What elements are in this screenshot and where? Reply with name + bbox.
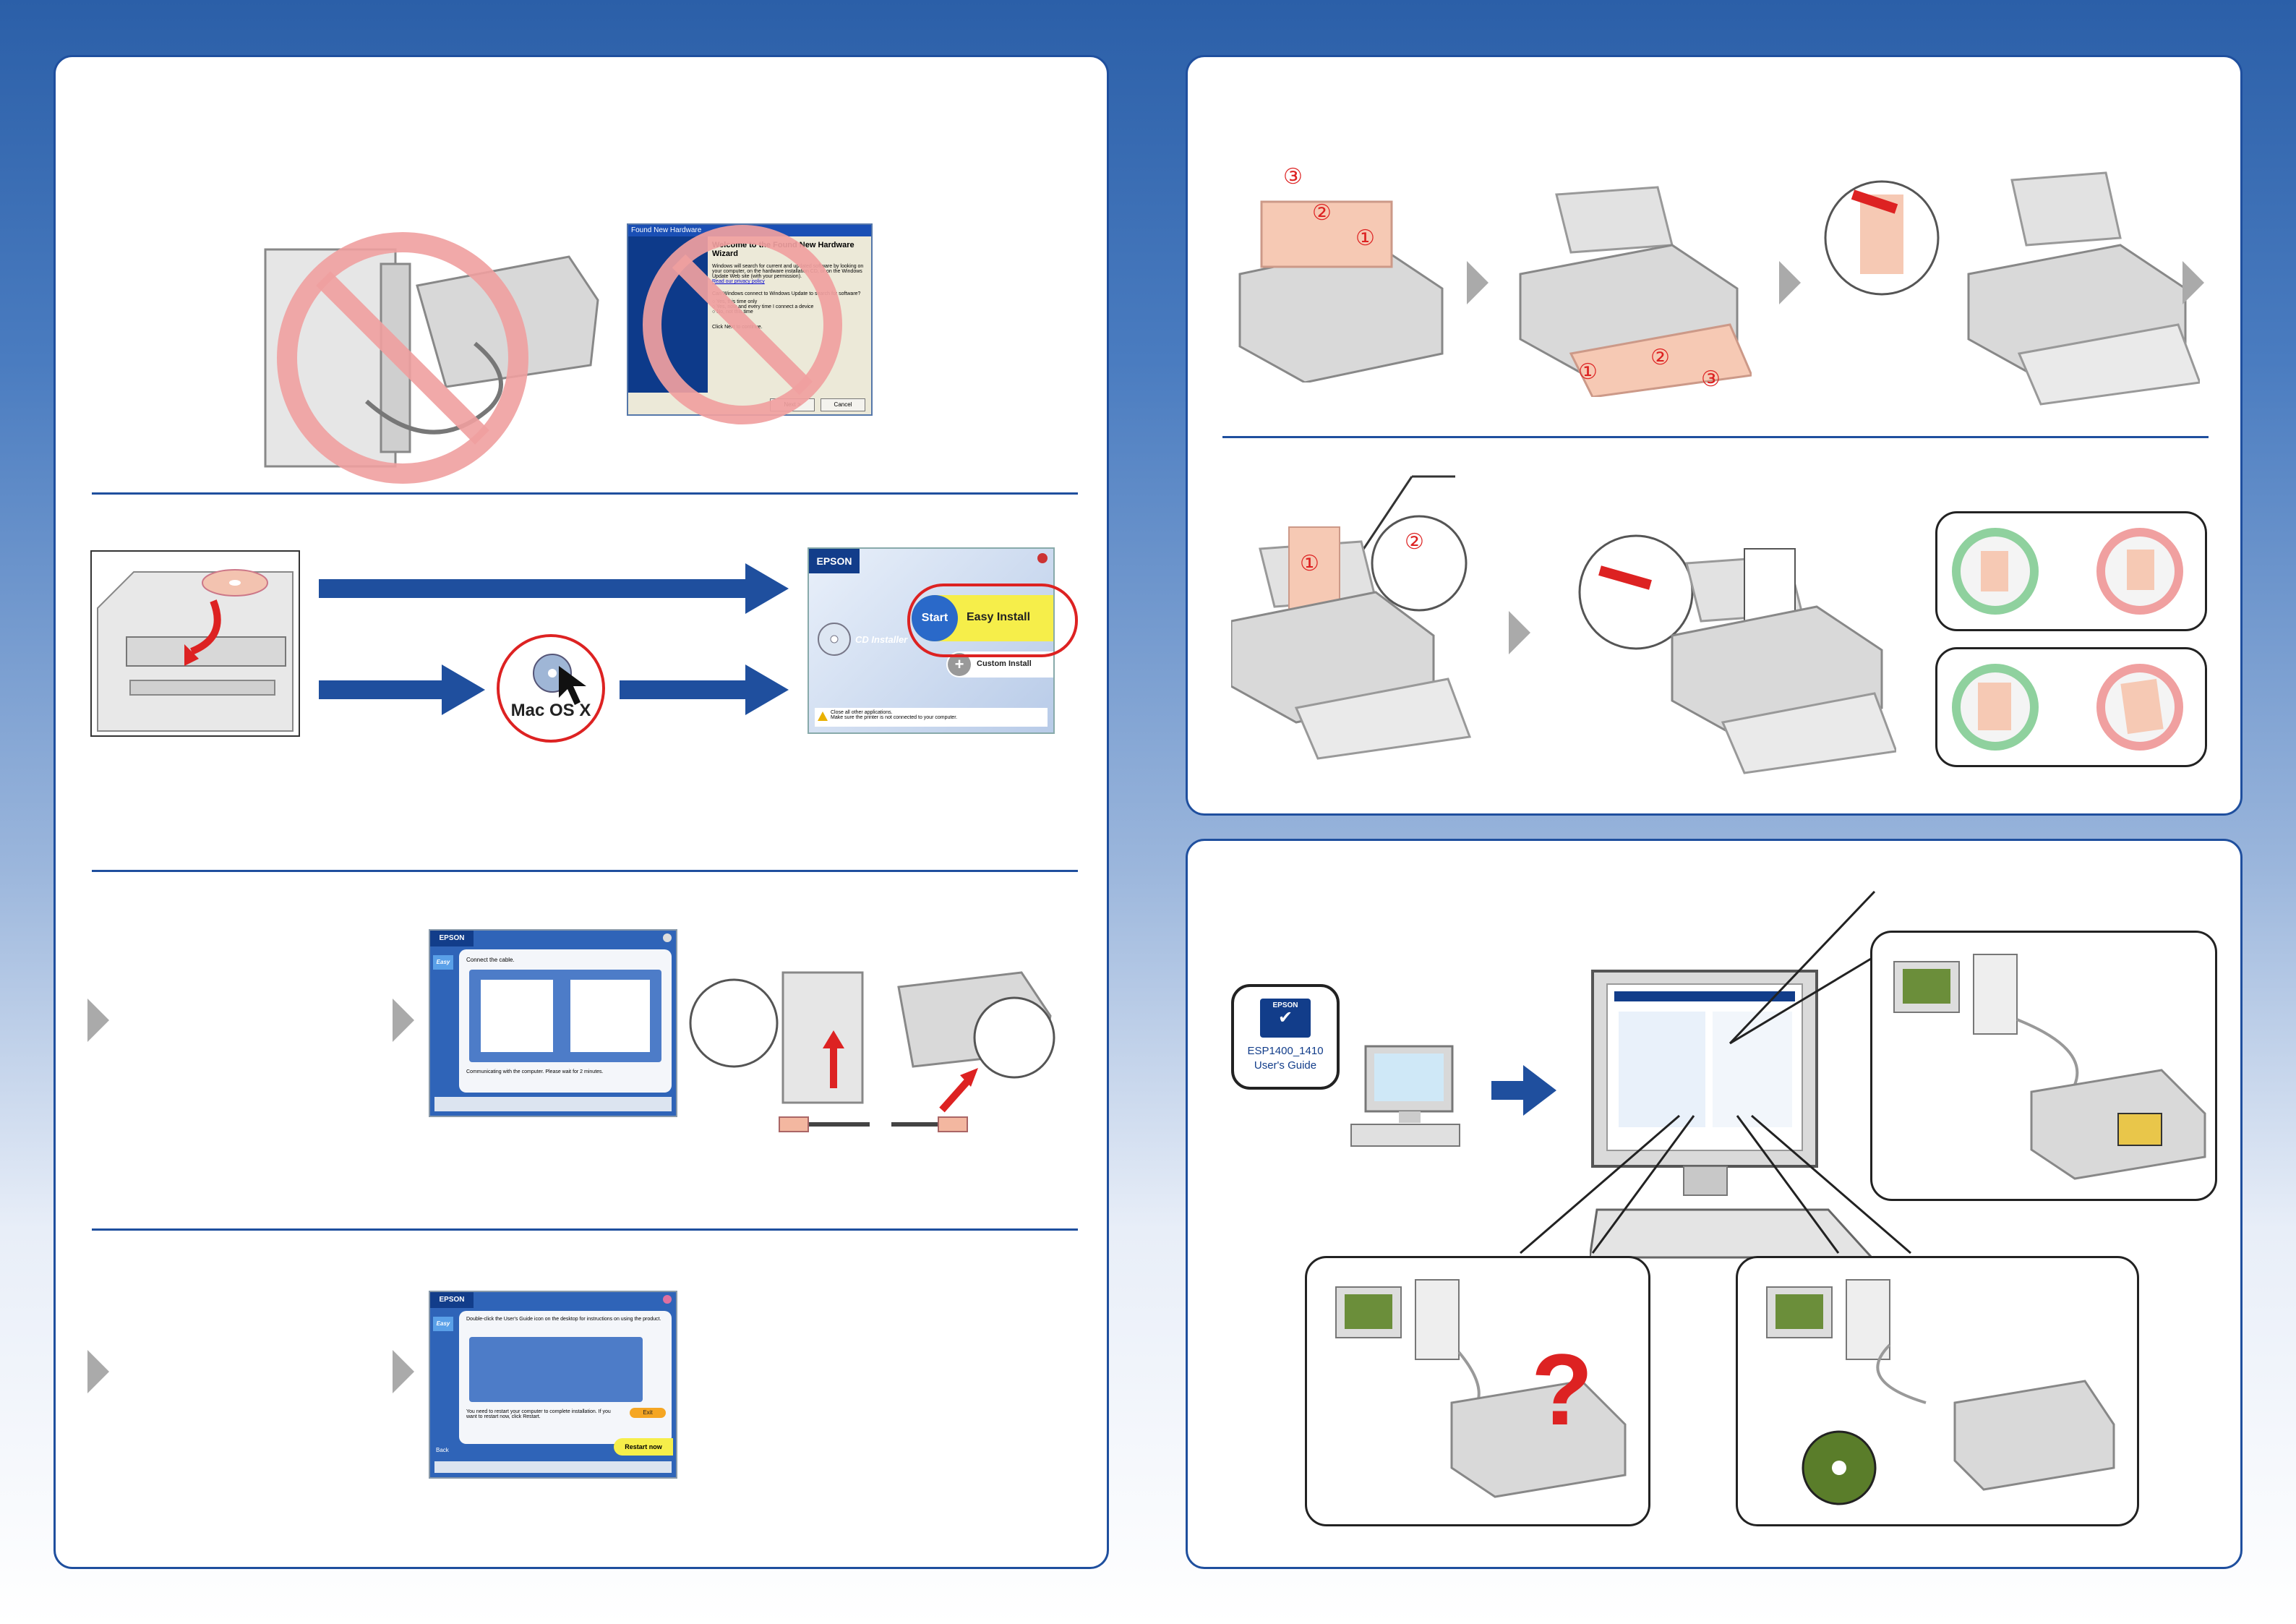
gray-arrow-icon — [1467, 261, 1488, 304]
question-mark-icon: ? — [1531, 1333, 1593, 1446]
users-guide-on-monitor-illustration — [1590, 970, 1872, 1259]
custom-install-label: Custom Install — [977, 659, 1032, 668]
divider-3 — [92, 1228, 1078, 1231]
guide-label-line2: User's Guide — [1254, 1059, 1317, 1072]
progress-bar — [434, 1097, 672, 1111]
gray-arrow-icon — [2183, 261, 2204, 304]
callout-cd-printing — [1736, 1256, 2139, 1526]
close-icon[interactable] — [1037, 553, 1048, 563]
wizard-privacy-link[interactable]: Read our privacy policy — [712, 279, 765, 284]
wizard-question: Can Windows connect to Windows Update to… — [712, 291, 861, 296]
close-icon[interactable] — [663, 933, 672, 942]
svg-text:③: ③ — [1701, 367, 1721, 391]
correct-vs-wrong-paper-stack — [1935, 647, 2207, 767]
computer-printer-cd-illustration — [1766, 1279, 2115, 1505]
guide-brand: EPSON — [1272, 1001, 1298, 1009]
wizard-cancel-button[interactable]: Cancel — [821, 398, 865, 411]
mac-os-x-label: Mac OS X — [510, 701, 591, 720]
users-guide-desktop-icon[interactable]: EPSON ✔ ESP1400_1410 User's Guide — [1231, 984, 1340, 1090]
arrow-to-installer — [319, 563, 789, 614]
connect-title: Connect the cable. — [466, 957, 515, 963]
open-paper-support-illustration: ③ ② ① — [1238, 166, 1444, 383]
connect-cable-screen: EPSON Easy Connect the cable. Communicat… — [429, 929, 677, 1117]
wizard-option-3[interactable]: ○ No, not this time — [712, 309, 753, 315]
restart-message: You need to restart your computer to com… — [466, 1409, 611, 1419]
content-card: Double-click the User's Guide icon on th… — [459, 1311, 672, 1444]
found-new-hardware-wizard: Found New Hardware Welcome to the Found … — [627, 223, 873, 416]
cd-insertion-illustration — [90, 550, 300, 737]
connect-status: Communicating with the computer. Please … — [466, 1069, 604, 1074]
wizard-option-1[interactable]: ○ Yes, this time only — [712, 299, 758, 304]
wizard-next-button[interactable]: Next > — [770, 398, 815, 411]
cd-installer-label: CD Installer — [855, 634, 908, 645]
gray-arrow-icon — [87, 999, 109, 1042]
gray-arrow-icon — [1779, 261, 1801, 304]
guide-icon-box: EPSON ✔ — [1260, 999, 1311, 1038]
arrow-from-mac-icon — [620, 664, 789, 715]
open-output-tray-illustration: ① ② ③ — [1519, 186, 1752, 397]
side-tab: Easy — [433, 955, 453, 970]
arrow-to-mac-icon — [319, 664, 485, 715]
gray-arrow-icon — [393, 999, 414, 1042]
usb-cable-connection-illustration — [689, 971, 1055, 1132]
svg-text:①: ① — [1578, 360, 1598, 384]
svg-text:②: ② — [1650, 346, 1670, 369]
wizard-option-2[interactable]: ○ Yes, now and every time I connect a de… — [712, 304, 814, 309]
mouse-pointer-icon — [559, 666, 586, 705]
side-tab: Easy — [433, 1317, 453, 1331]
right-bottom-panel: EPSON ✔ ESP1400_1410 User's Guide — [1186, 839, 2243, 1569]
correct-vs-wrong-paper-position — [1935, 511, 2207, 631]
mac-os-x-badge[interactable]: Mac OS X — [497, 634, 605, 743]
cd-icon — [818, 623, 851, 656]
divider-4 — [1222, 436, 2209, 438]
installer-note: Close all other applications. Make sure … — [815, 708, 1048, 727]
warning-icon — [818, 711, 828, 721]
load-paper-illustration: ① ② — [1231, 475, 1472, 760]
guide-label-line1: ESP1400_1410 — [1247, 1045, 1324, 1057]
cable-diagram — [469, 970, 661, 1062]
svg-text:①: ① — [1300, 552, 1319, 576]
no-usb-connection-illustration — [264, 232, 599, 484]
installer-brand: EPSON — [809, 549, 860, 573]
screen-brand: EPSON — [430, 1292, 474, 1308]
screen-brand: EPSON — [430, 931, 474, 946]
right-top-panel: ③ ② ① ① ② ③ ① ② — [1186, 55, 2243, 816]
checkmark-icon: ✔ — [1277, 1008, 1293, 1027]
small-computer-illustration — [1350, 1045, 1460, 1147]
divider-2 — [92, 870, 1078, 872]
restart-now-button[interactable]: Restart now — [614, 1438, 673, 1456]
arrow-to-guide — [1491, 1065, 1556, 1116]
step-3-mark: ③ — [1283, 166, 1303, 189]
content-card: Connect the cable. Communicating with th… — [459, 949, 672, 1093]
desktop-illustration — [469, 1337, 643, 1402]
callout-printing-photos — [1870, 931, 2217, 1201]
gray-arrow-icon — [393, 1350, 414, 1393]
slide-edge-guide-illustration — [1824, 171, 2200, 406]
wizard-footer: Click Next to continue. — [712, 325, 763, 330]
step-2-mark: ② — [1312, 201, 1332, 225]
progress-bar — [434, 1461, 672, 1473]
computer-printer-question-illustration: ? — [1335, 1279, 1627, 1498]
step-1-mark: ① — [1355, 226, 1375, 250]
restart-guide-message: Double-click the User's Guide icon on th… — [466, 1317, 661, 1322]
back-button[interactable]: Back — [436, 1447, 449, 1453]
wizard-body: Windows will search for current and upda… — [712, 264, 864, 279]
computer-printer-photo-illustration — [1893, 954, 2206, 1180]
callout-troubleshooting: ? — [1305, 1256, 1650, 1526]
adjust-edge-guide-illustration — [1578, 534, 1896, 774]
easy-install-label: Easy Install — [967, 611, 1031, 623]
svg-text:②: ② — [1405, 530, 1424, 554]
gray-arrow-icon — [1509, 611, 1530, 654]
wizard-side-image — [628, 236, 708, 393]
close-icon[interactable] — [663, 1295, 672, 1304]
restart-screen: EPSON Easy Double-click the User's Guide… — [429, 1291, 677, 1479]
wizard-title-bar: Found New Hardware — [628, 225, 871, 236]
easy-install-highlight — [907, 584, 1078, 657]
exit-button[interactable]: Exit — [630, 1408, 666, 1418]
gray-arrow-icon — [87, 1350, 109, 1393]
divider-1 — [92, 492, 1078, 495]
wizard-heading: Welcome to the Found New Hardware Wizard — [712, 241, 854, 258]
left-panel: Found New Hardware Welcome to the Found … — [53, 55, 1109, 1569]
